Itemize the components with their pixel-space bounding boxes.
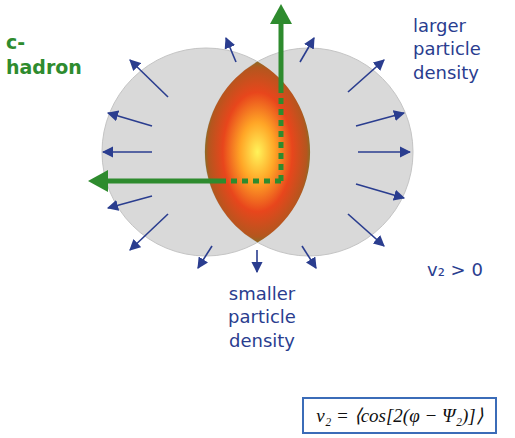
flow-arrows xyxy=(103,38,410,272)
density-label: smaller particle density xyxy=(207,282,317,352)
formula-text: v₂ = ⟨cos[2(φ − Ψ₂)]⟩ xyxy=(316,404,482,427)
overlap-zone xyxy=(205,62,310,243)
c-hadron-momentum xyxy=(88,4,292,192)
v2-label: v₂ > 0 xyxy=(427,258,512,281)
density-label: larger particle density xyxy=(413,14,512,84)
formula-box: v₂ = ⟨cos[2(φ − Ψ₂)]⟩ xyxy=(302,397,497,434)
nucleus-right xyxy=(205,48,413,256)
c-hadron-label: c- hadron xyxy=(6,30,88,79)
